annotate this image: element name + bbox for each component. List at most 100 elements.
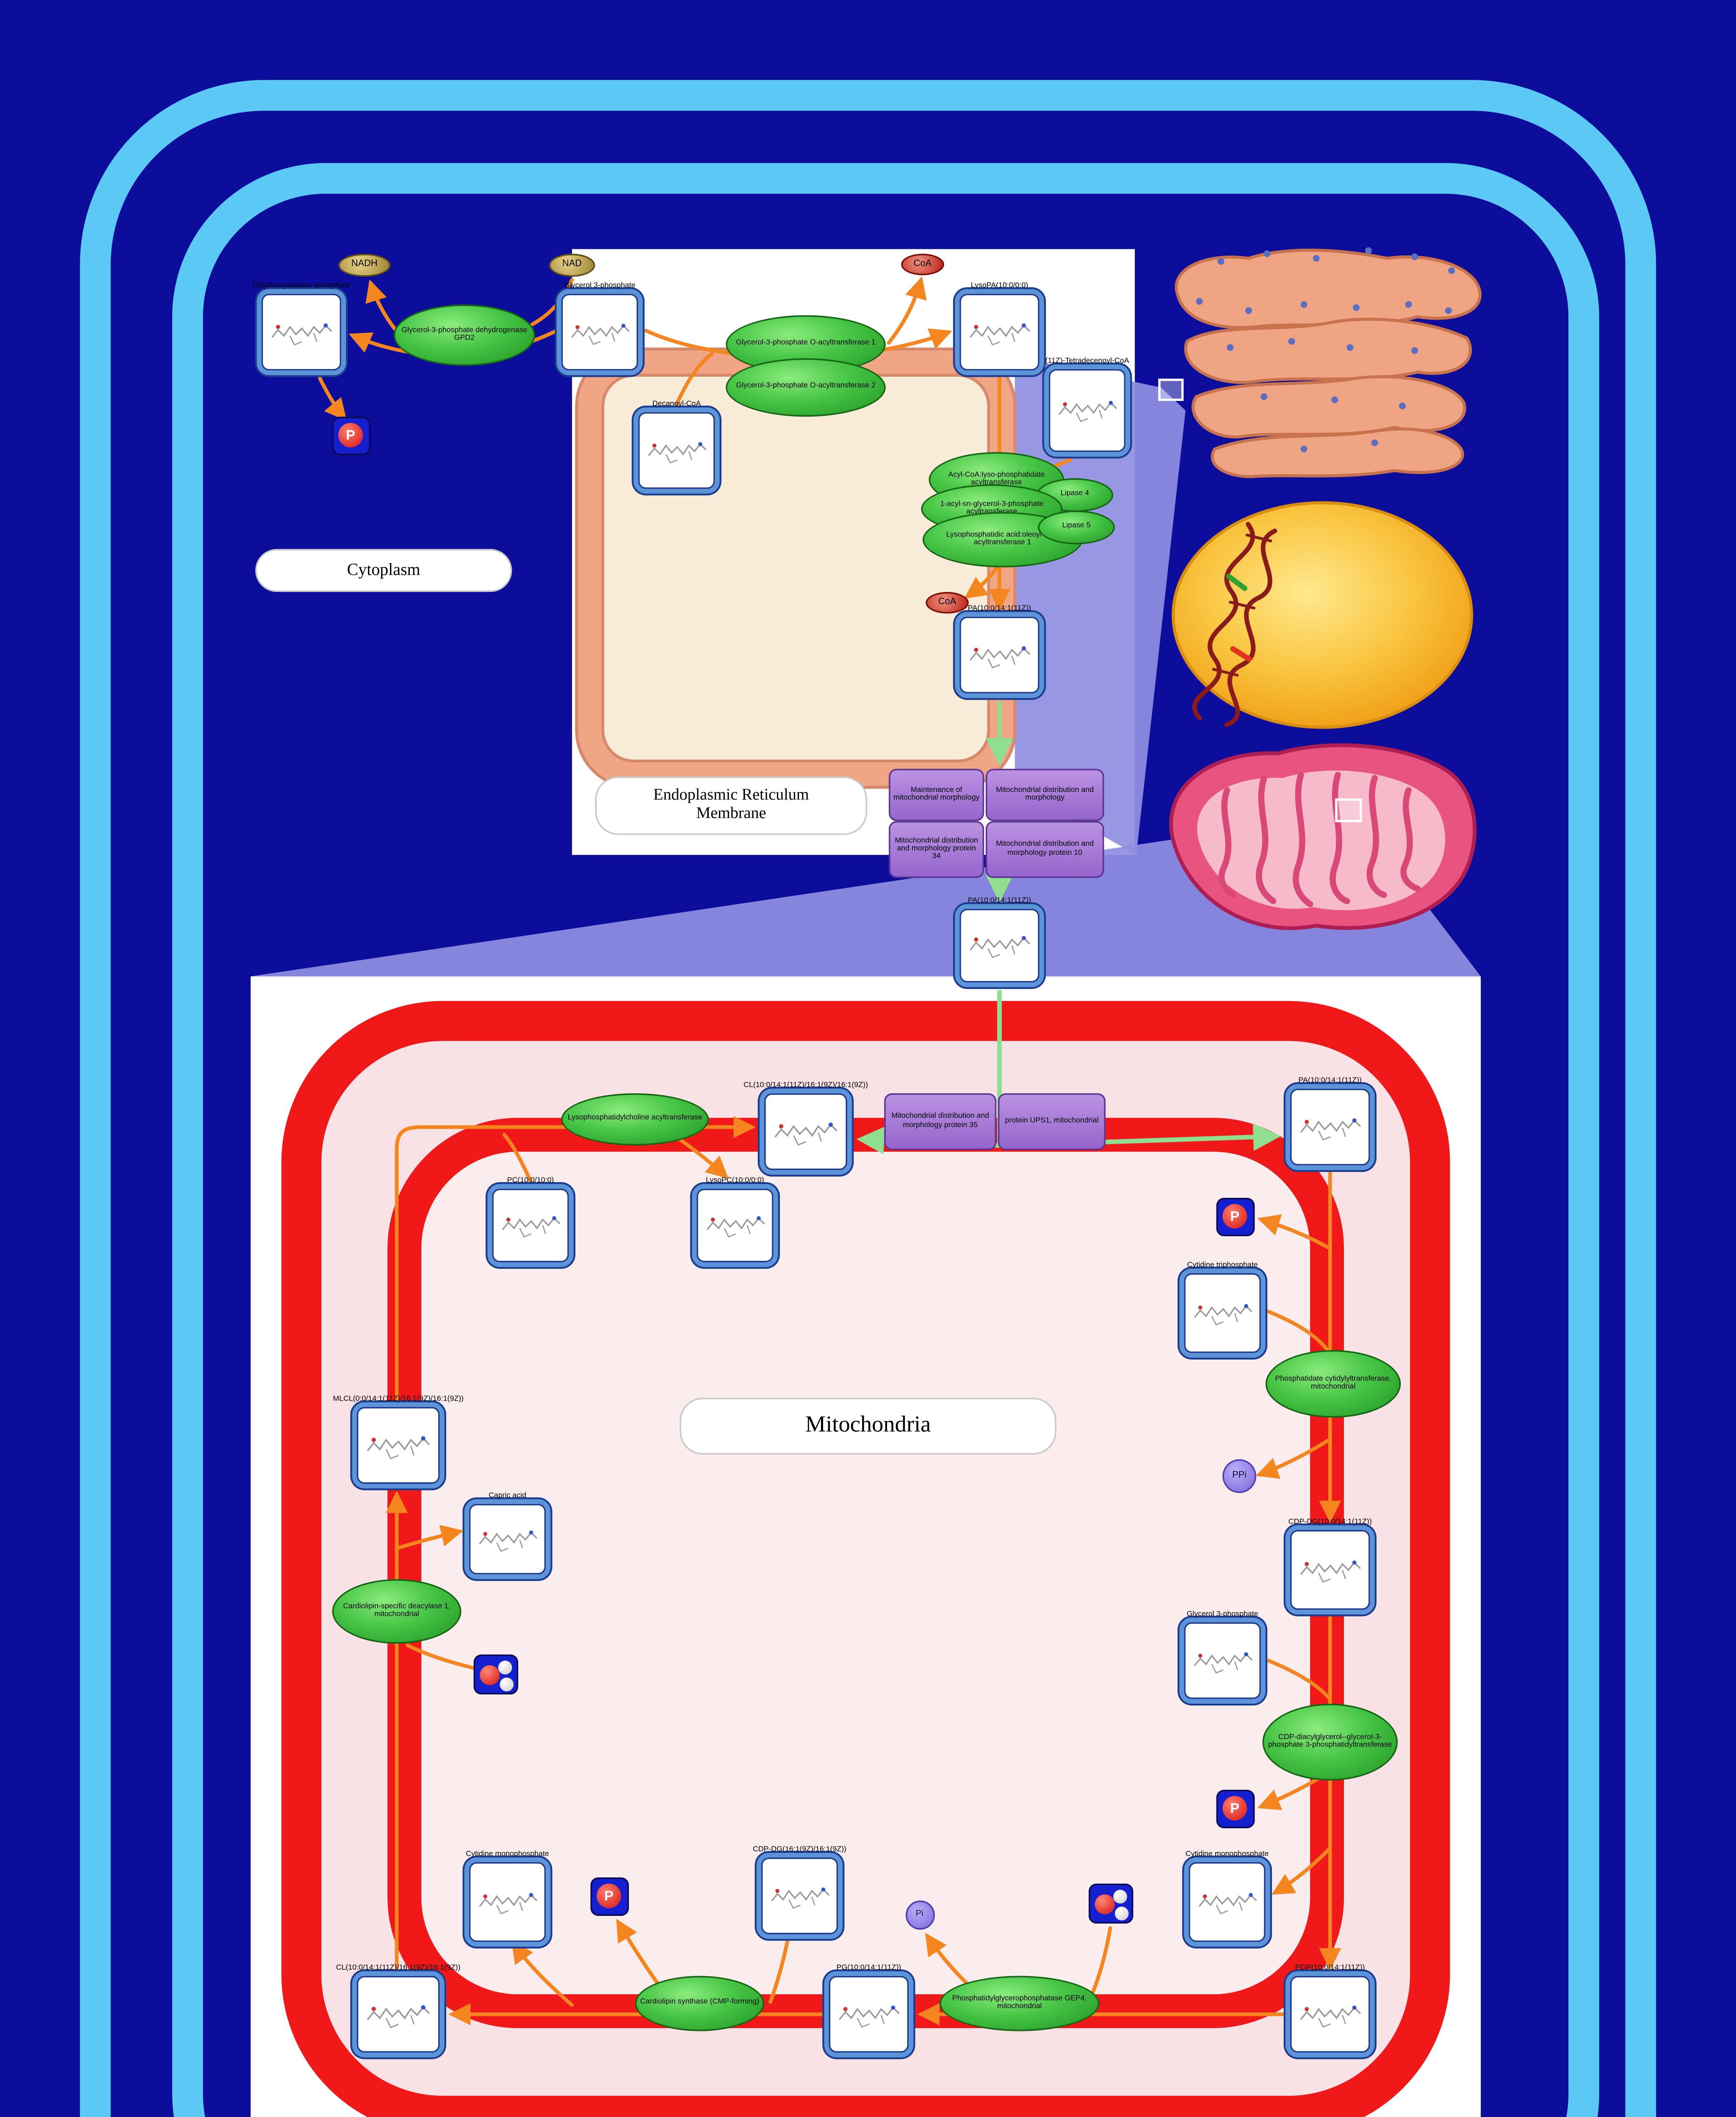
protein-ups1[interactable]: protein UPS1, mitochondrial	[998, 1093, 1106, 1150]
metabolite-label: Glycerol 3-phosphate	[564, 282, 636, 290]
cofactor-pi[interactable]: Pi	[905, 1899, 934, 1929]
protein-mdm35[interactable]: Mitochondrial distribution and morpholog…	[884, 1093, 997, 1150]
metabolite-cl-bottom[interactable]: CL(10:0/14:1(11Z)/16:1(9Z)/16:1(9Z))	[336, 1965, 461, 2058]
metabolite-label: CDP-DG(10:0/14:1(11Z))	[1288, 1519, 1372, 1527]
oxygen-atom-icon	[479, 1665, 499, 1686]
metabolite-label: LysoPA(10:0/0:0)	[970, 282, 1028, 290]
metabolite-label: PA(10:0/14:1(11Z))	[1298, 1077, 1362, 1086]
enzyme-cld1[interactable]: Cardiolipin-specific deacylase 1, mitoch…	[332, 1579, 462, 1644]
metabolite-cdp-dg-bottom[interactable]: CDP-DG(16:1(9Z)/16:1(9Z))	[753, 1846, 846, 1939]
metabolite-cdp-dg-right[interactable]: CDP-DG(10:0/14:1(11Z))	[1285, 1519, 1375, 1615]
enzyme-gpat2[interactable]: Glycerol-3-phosphate O-acyltransferase 2	[726, 358, 886, 417]
metabolite-label: Cytidine monophosphate	[466, 1851, 549, 1859]
enzyme-crls1[interactable]: Cardiolipin synthase (CMP-forming)	[635, 1976, 764, 2031]
metabolite-pa-er[interactable]: PA(10:0/14:1(11Z))	[955, 605, 1044, 698]
enzyme-label: Glycerol-3-phosphate O-acyltransferase 2	[736, 383, 876, 391]
protein-label: Mitochondrial distribution and morpholog…	[891, 1114, 990, 1130]
hydrogen-atom-icon	[1114, 1907, 1128, 1921]
metabolite-label: Glycerol 3-phosphate	[1186, 1611, 1258, 1619]
molecule-structure-icon	[568, 310, 631, 354]
metabolite-cmp-left[interactable]: Cytidine monophosphate	[464, 1851, 551, 1947]
metabolite-label: PC(10:0/10:0)	[507, 1177, 554, 1186]
metabolite-label: Cytidine monophosphate	[1185, 1851, 1269, 1859]
metabolite-ctp[interactable]: Cytidine triphosphate	[1179, 1262, 1266, 1358]
metabolite-label: CL(10:0/14:1(11Z)/16:1(9Z)/16:1(9Z))	[336, 1965, 461, 1973]
metabolite-label: PG(10:0/14:1(11Z))	[836, 1965, 901, 1973]
metabolite-tetradecenoyl-coa[interactable]: (11Z)-Tetradecenoyl-CoA	[1044, 358, 1131, 457]
protein-mmm[interactable]: Maintenance of mitochondrial morphology	[889, 768, 984, 821]
metabolite-label: PA(10:0/14:1(11Z))	[968, 605, 1031, 614]
cytoplasm-label: Cytoplasm	[257, 550, 511, 591]
metabolite-label: PA(10:0/14:1(11Z))	[968, 898, 1031, 906]
molecule-structure-icon	[1297, 1547, 1363, 1593]
metabolite-cmp-right[interactable]: Cytidine monophosphate	[1184, 1851, 1270, 1947]
mitochondria-illustration	[1169, 743, 1477, 930]
metabolite-dihydroxyacetone-phosphate[interactable]: Dihydroxyacetone phosphate	[253, 282, 350, 376]
zoom-source-box-mitochondria	[1335, 798, 1362, 822]
enzyme-pgs1[interactable]: CDP-diacylglycerol--glycerol-3-phosphate…	[1262, 1703, 1398, 1781]
cofactor-phosphate-2[interactable]: P	[1215, 1197, 1254, 1235]
phosphate-p-icon: P	[338, 423, 363, 448]
metabolite-mlcl[interactable]: MLCL(0:0/14:1(11Z)/16:1(9Z)/16:1(9Z))	[333, 1396, 464, 1489]
metabolite-capric-acid[interactable]: Capric acid	[464, 1492, 551, 1579]
enzyme-label: CDP-diacylglycerol--glycerol-3-phosphate…	[1268, 1734, 1392, 1750]
molecule-structure-icon	[364, 1423, 432, 1468]
metabolite-glycerol-3-phosphate-mito[interactable]: Glycerol 3-phosphate	[1179, 1611, 1266, 1704]
enzyme-pcyt2[interactable]: Phosphatidate cytidylyltransferase, mito…	[1265, 1350, 1401, 1418]
oxygen-atom-icon	[1094, 1894, 1114, 1915]
protein-label: Mitochondrial distribution and morpholog…	[996, 841, 1094, 857]
metabolite-label: CDP-DG(16:1(9Z)/16:1(9Z))	[752, 1846, 846, 1854]
phosphate-p-icon: P	[1222, 1204, 1247, 1229]
cofactor-phosphate-3[interactable]: P	[1215, 1789, 1254, 1828]
molecule-structure-icon	[1191, 1290, 1254, 1337]
enzyme-gpd2[interactable]: Glycerol-3-phosphate dehydrogenase GPD2	[393, 304, 535, 366]
metabolite-label: Decanoyl-CoA	[652, 401, 701, 409]
protein-mdm10[interactable]: Mitochondrial distribution and morpholog…	[985, 821, 1104, 878]
metabolite-cl-top[interactable]: CL(10:0/14:1(11Z)/16:1(9Z)/16:1(9Z))	[744, 1082, 868, 1175]
metabolite-pgp[interactable]: PGP(10:0/14:1(11Z))	[1285, 1965, 1375, 2058]
enzyme-label: Cardiolipin synthase (CMP-forming)	[640, 1999, 760, 2007]
cofactor-nad[interactable]: NAD	[549, 253, 595, 276]
molecule-structure-icon	[967, 310, 1032, 354]
metabolite-label: Capric acid	[488, 1492, 526, 1501]
molecule-structure-icon	[1196, 1879, 1259, 1926]
molecule-structure-icon	[476, 1879, 539, 1926]
cofactor-water-2[interactable]	[1088, 1883, 1133, 1924]
metabolite-decanoyl-coa[interactable]: Decanoyl-CoA	[633, 401, 720, 494]
metabolite-pc[interactable]: PC(10:0/10:0)	[487, 1177, 574, 1267]
cofactor-water-1[interactable]	[473, 1654, 518, 1695]
metabolite-pa-mito[interactable]: PA(10:0/14:1(11Z))	[1285, 1078, 1375, 1170]
molecule-structure-icon	[1297, 1105, 1363, 1149]
metabolite-label: MLCL(0:0/14:1(11Z)/16:1(9Z)/16:1(9Z))	[333, 1396, 464, 1404]
metabolite-lysopa[interactable]: LysoPA(10:0/0:0)	[955, 282, 1044, 376]
hydrogen-atom-icon	[1112, 1890, 1127, 1904]
metabolite-glycerol-3-phosphate-cytoplasm[interactable]: Glycerol 3-phosphate	[556, 282, 643, 376]
protein-mdm[interactable]: Mitochondrial distribution and morpholog…	[985, 768, 1104, 821]
cofactor-coa-1[interactable]: CoA	[901, 254, 944, 276]
metabolite-lysopc[interactable]: LysoPC(10:0/0:0)	[692, 1177, 778, 1267]
cofactor-phosphate-4[interactable]: P	[589, 1877, 628, 1915]
phosphate-p-icon: P	[597, 1883, 622, 1908]
metabolite-label: LysoPC(10:0/0:0)	[706, 1177, 764, 1186]
enzyme-lpcat[interactable]: Lysophosphatidylcholine acyltransferase	[561, 1093, 709, 1146]
enzyme-lipase-5[interactable]: Lipase 5	[1038, 510, 1115, 544]
molecule-structure-icon	[967, 633, 1032, 677]
molecule-structure-icon	[1297, 1992, 1363, 2037]
molecule-structure-icon	[476, 1519, 539, 1560]
cofactor-coa-2[interactable]: CoA	[926, 592, 969, 614]
protein-label: Maintenance of mitochondrial morphology	[893, 787, 980, 803]
protein-mdm34[interactable]: Mitochondrial distribution and morpholog…	[889, 821, 984, 878]
phosphate-p-icon: P	[1222, 1796, 1247, 1821]
metabolite-pg[interactable]: PG(10:0/14:1(11Z))	[824, 1965, 914, 2058]
cofactor-phosphate-1[interactable]: P	[331, 416, 370, 455]
enzyme-label: Lysophosphatidic acid:oleoyl-CoA acyltra…	[946, 531, 1059, 547]
cofactor-nadh[interactable]: NADH	[338, 253, 391, 276]
nucleus-illustration	[1172, 501, 1473, 729]
metabolite-label: (11Z)-Tetradecenoyl-CoA	[1045, 358, 1129, 366]
cofactor-ppi[interactable]: PPi	[1222, 1459, 1257, 1493]
metabolite-pa-transport[interactable]: PA(10:0/14:1(11Z))	[955, 898, 1044, 987]
enzyme-gep4[interactable]: Phosphatidylglycerophosphatase GEP4, mit…	[939, 1976, 1100, 2031]
dna-icon	[1192, 522, 1277, 727]
